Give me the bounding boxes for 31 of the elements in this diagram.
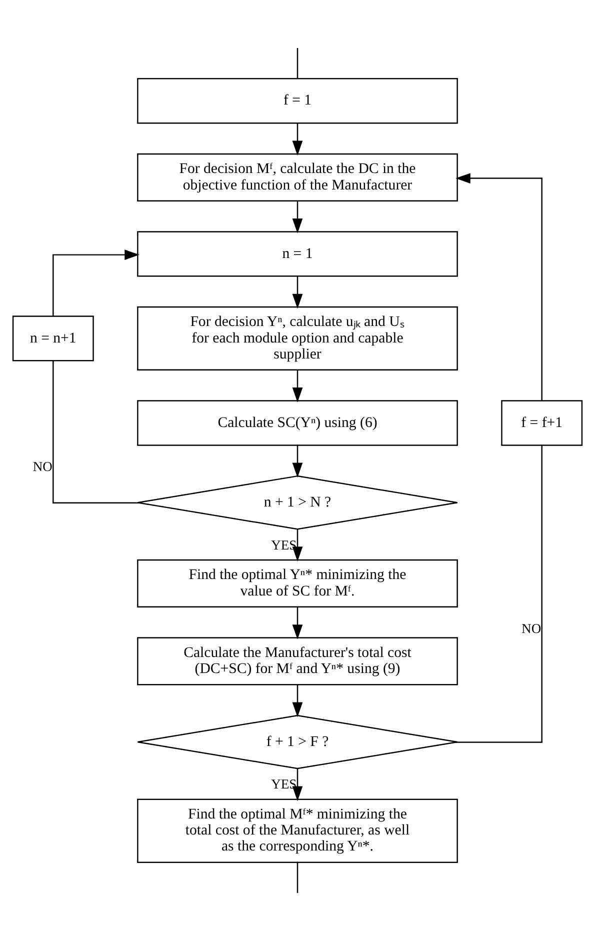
connector bbox=[52, 360, 140, 503]
node-box: For decision Mᶠ, calculate the DC in the objective function of the Manufacturer bbox=[137, 152, 458, 201]
connector bbox=[296, 862, 298, 892]
node-box: n = n+1 bbox=[12, 315, 94, 361]
node-box: f = f+1 bbox=[501, 400, 583, 446]
node-box: f = 1 bbox=[137, 78, 458, 124]
connector bbox=[296, 47, 298, 78]
arrow bbox=[292, 200, 303, 233]
node-box: Calculate the Manufacturer's total cost (DC+SC) for Mᶠ and Yⁿ* using (9) bbox=[137, 636, 458, 685]
arrow bbox=[456, 172, 542, 400]
node-box: Find the optimal Mᶠ* minimizing the total cost of the Manufacturer, as well as the corresponding Yⁿ*. bbox=[137, 798, 458, 862]
node-diamond: n + 1 > N ? bbox=[137, 474, 458, 530]
arrow bbox=[292, 445, 303, 478]
connector bbox=[456, 444, 542, 742]
arrow bbox=[292, 369, 303, 402]
node-box: n = 1 bbox=[137, 230, 458, 276]
edge-label: NO bbox=[522, 620, 542, 636]
arrow bbox=[292, 276, 303, 308]
arrow bbox=[292, 768, 303, 801]
node-box: For decision Yⁿ, calculate uⱼₖ and Uₛ for each module option and capable supplier bbox=[137, 306, 458, 370]
node-box: Calculate SC(Yⁿ) using (6) bbox=[137, 400, 458, 446]
arrow bbox=[292, 529, 303, 561]
node-diamond: f + 1 > F ? bbox=[137, 714, 458, 769]
node-box: Find the optimal Yⁿ* minimizing the value of SC for Mᶠ. bbox=[137, 558, 458, 607]
edge-label: NO bbox=[32, 458, 52, 474]
arrow bbox=[292, 606, 303, 639]
edge-label: YES bbox=[271, 536, 297, 552]
edge-label: YES bbox=[271, 776, 297, 792]
arrow bbox=[52, 249, 140, 316]
arrow bbox=[292, 684, 303, 717]
arrow bbox=[292, 122, 303, 156]
